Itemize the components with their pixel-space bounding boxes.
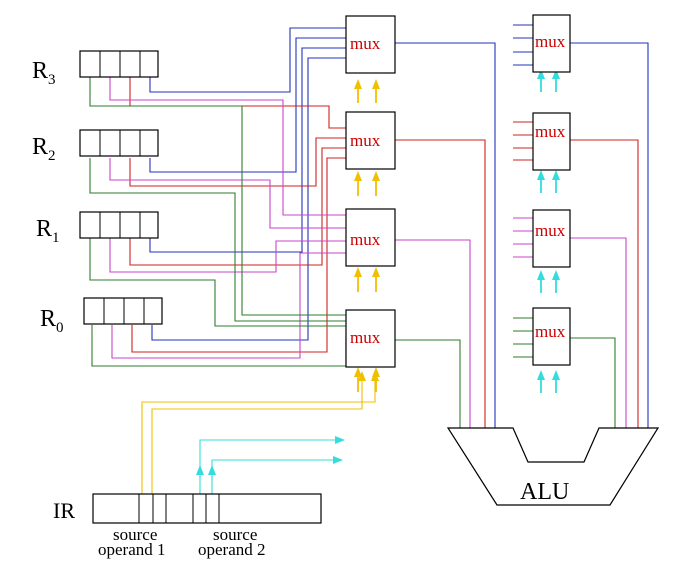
register-r2: R2 — [32, 129, 159, 164]
wire-r3-to-mux0 — [151, 57, 346, 341]
operand-labels: source operand 1 source operand 2 — [98, 525, 266, 559]
register-box-r1 — [79, 211, 159, 239]
wire-mux0-to-alu — [395, 339, 461, 428]
ir-box — [92, 493, 322, 524]
wire-r1-to-mux1 — [109, 238, 346, 273]
register-r3: R3 — [32, 50, 159, 88]
operand1-label-line2: operand 1 — [98, 540, 166, 559]
wire-mux3-to-alu — [395, 42, 496, 428]
wire-r3-to-mux3 — [149, 27, 346, 93]
register-r1: R1 — [36, 211, 159, 246]
wire-op1-select-b — [151, 371, 366, 494]
register-to-mux-wires — [89, 27, 347, 367]
mux-right-2: mux — [532, 112, 571, 171]
wire-r3-to-mux2 — [149, 37, 346, 173]
wire-op2-select-b — [211, 456, 343, 494]
wire-op1-select-a — [141, 371, 379, 494]
mux-label: mux — [535, 322, 566, 341]
wire-r1-to-mux2 — [109, 158, 346, 229]
mux-to-alu-wires — [395, 42, 649, 428]
mux-right-3: mux — [532, 14, 571, 73]
mux-right-0: mux — [532, 307, 571, 366]
wire-r2-to-mux2 — [129, 137, 346, 187]
wire-mux2-to-alu — [395, 139, 486, 428]
mux-select-arrows — [354, 69, 560, 393]
register-label-r3: R3 — [32, 58, 56, 88]
register-r0: R0 — [40, 297, 163, 336]
wire-rmux3-to-alu — [570, 42, 649, 428]
wire-r0-to-mux2 — [89, 158, 346, 322]
mux-label: mux — [350, 34, 381, 53]
operand1-label-line1: source — [113, 525, 157, 544]
wire-r1-to-mux3 — [109, 77, 346, 216]
wire-r2-to-mux3 — [129, 77, 346, 129]
wire-r0-to-mux1 — [89, 238, 346, 327]
mux-left-3: mux — [345, 15, 396, 74]
mux-left-0: mux — [345, 309, 396, 368]
right-mux-input-stubs — [513, 24, 533, 358]
wire-r1-to-mux0 — [111, 252, 346, 359]
mux-left-1: mux — [345, 208, 396, 267]
wire-r2-to-mux1 — [129, 147, 346, 266]
wire-r3-to-mux1 — [149, 47, 346, 253]
register-label-r0: R0 — [40, 306, 64, 336]
ir-label: IR — [53, 498, 75, 523]
register-box-r2 — [79, 129, 159, 157]
alu: ALU — [446, 427, 660, 506]
wire-rmux0-to-alu — [570, 337, 616, 428]
alu-label: ALU — [520, 479, 569, 505]
wire-mux1-to-alu — [395, 239, 471, 428]
mux-label: mux — [535, 122, 566, 141]
ir-select-wires — [141, 371, 379, 494]
wire-rmux2-to-alu — [570, 139, 639, 428]
register-box-r0 — [83, 297, 163, 325]
mux-label: mux — [535, 32, 566, 51]
mux-left-2: mux — [345, 111, 396, 170]
mux-label: mux — [350, 328, 381, 347]
mux-label: mux — [350, 230, 381, 249]
instruction-register: IR — [53, 493, 322, 524]
mux-right-1: mux — [532, 209, 571, 268]
operand2-label-line2: operand 2 — [198, 540, 266, 559]
register-box-r3 — [79, 50, 159, 78]
register-label-r2: R2 — [32, 134, 56, 164]
wire-rmux1-to-alu — [570, 237, 627, 428]
wire-r0-to-mux3 — [89, 77, 346, 316]
wire-op2-select-a — [199, 436, 345, 494]
mux-label: mux — [535, 221, 566, 240]
wire-r2-to-mux0 — [131, 157, 346, 353]
register-label-r1: R1 — [36, 216, 60, 246]
operand2-label-line1: source — [213, 525, 257, 544]
mux-label: mux — [350, 131, 381, 150]
